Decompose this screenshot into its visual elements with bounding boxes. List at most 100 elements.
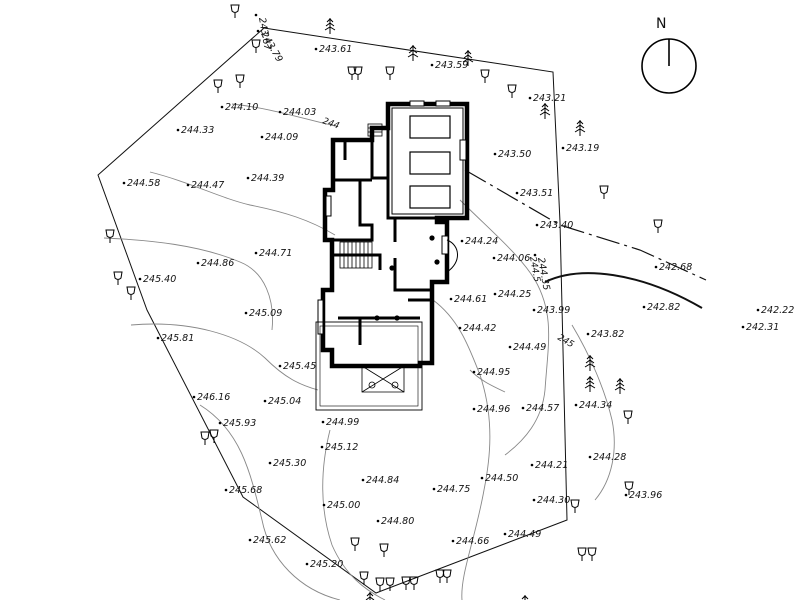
spot-height: 244.42	[458, 323, 496, 334]
spot-height: 243.19	[561, 143, 599, 154]
deciduous-tree-icon	[599, 185, 609, 199]
spot-height-point	[254, 251, 258, 255]
spot-height: 243.61	[314, 44, 352, 55]
spot-height-point	[314, 47, 318, 51]
spot-height-label: 243.19	[566, 143, 599, 154]
spot-height-point	[320, 445, 324, 449]
deciduous-tree-icon	[113, 271, 123, 285]
spot-height-point	[528, 96, 532, 100]
conifer-tree-icon	[365, 592, 375, 600]
spot-height-label: 244.95	[477, 367, 510, 378]
spot-height-label: 242.22	[761, 305, 794, 316]
spot-height-label: 243.82	[591, 329, 624, 340]
spot-height: 245.20	[305, 559, 343, 570]
spot-height: 243.59	[430, 60, 468, 71]
deciduous-tree-icon	[401, 576, 411, 590]
spot-height: 243.79	[256, 29, 285, 64]
entry-door-swing	[446, 239, 458, 273]
spot-height-label: 244.84	[366, 475, 399, 486]
spot-height-point	[305, 562, 309, 566]
spot-height-label: 245.04	[268, 396, 301, 407]
garage-room	[391, 107, 464, 215]
deciduous-tree-icon	[653, 219, 663, 233]
spot-height-point	[741, 325, 745, 329]
deciduous-tree-icon	[435, 569, 445, 583]
spot-height-point	[218, 421, 222, 425]
spot-height: 244.34	[574, 400, 612, 411]
interior-walls	[332, 128, 437, 345]
spot-height-point	[176, 128, 180, 132]
spot-height-label: 244.39	[251, 173, 284, 184]
conifer-tree-icon	[407, 45, 419, 61]
spot-height: 245.93	[218, 418, 256, 429]
spot-height: 245.00	[322, 500, 360, 511]
spot-height-point	[458, 326, 462, 330]
columns	[374, 235, 440, 321]
spot-height: 243.21	[528, 93, 566, 104]
spot-height: 243.96	[624, 490, 662, 501]
spot-height-point	[492, 256, 496, 260]
spot-height-point	[460, 239, 464, 243]
spot-height-point	[192, 395, 196, 399]
spot-height-label: 244.42	[463, 323, 496, 334]
spot-height-label: 244.86	[201, 258, 234, 269]
spot-height: 244.99	[321, 417, 359, 428]
spot-height: 245.09	[244, 308, 282, 319]
spot-height-point	[532, 308, 536, 312]
spot-height-point	[642, 305, 646, 309]
spot-height-label: 245.45	[283, 361, 316, 372]
spot-height-label: 245.62	[253, 535, 286, 546]
contour-label: 244	[321, 116, 341, 131]
spot-height-label: 243.59	[435, 60, 468, 71]
spot-height-point	[254, 13, 258, 17]
contour-line	[231, 103, 336, 127]
building	[315, 100, 470, 411]
deciduous-tree-icon	[105, 229, 115, 243]
spot-height-point	[430, 63, 434, 67]
spot-height-label: 244.24	[465, 236, 498, 247]
spot-height-point	[449, 297, 453, 301]
terrace-outline	[315, 321, 423, 411]
spot-height: 245.12	[320, 442, 358, 453]
contour-label: 245	[556, 333, 576, 350]
spot-height-point	[263, 399, 267, 403]
spot-height: 243.82	[586, 329, 624, 340]
spot-height: 244.49	[508, 342, 546, 353]
spot-height-label: 245.40	[143, 274, 176, 285]
spot-height-label: 242.68	[659, 262, 692, 273]
deciduous-tree-icon	[442, 569, 452, 583]
contour-line	[459, 199, 550, 456]
spot-height: 244.71	[254, 248, 292, 259]
spot-height-point	[260, 135, 264, 139]
spot-height-point	[480, 476, 484, 480]
spot-height: 243.50	[493, 149, 531, 160]
spot-height-label: 243.61	[319, 44, 352, 55]
deciduous-tree-icon	[577, 547, 587, 561]
spot-height-point	[493, 292, 497, 296]
spot-height-point	[224, 488, 228, 492]
spot-height-point	[361, 478, 365, 482]
deciduous-tree-icon	[623, 410, 633, 424]
deciduous-tree-icon	[570, 499, 580, 513]
spot-height: 244.39	[246, 173, 284, 184]
deciduous-tree-icon	[200, 431, 210, 445]
spot-height: 242.22	[756, 305, 794, 316]
contour-line	[322, 429, 386, 600]
north-label: N	[656, 16, 666, 32]
spot-height-label: 243.50	[498, 149, 531, 160]
conifer-tree-icon	[574, 120, 586, 136]
deciduous-tree-icon	[587, 547, 597, 561]
spot-height-point	[472, 407, 476, 411]
spot-height-label: 244.30	[537, 495, 570, 506]
spot-height-label: 244.96	[477, 404, 510, 415]
north-arrow: N	[641, 16, 697, 94]
trees	[105, 4, 663, 600]
spot-height-label: 244.28	[593, 452, 626, 463]
spot-height-point	[654, 265, 658, 269]
spot-height-point	[508, 345, 512, 349]
spot-height-label: 245.09	[249, 308, 282, 319]
access-road	[464, 169, 707, 309]
spot-height: 244.50	[480, 473, 518, 484]
spot-height-point	[248, 538, 252, 542]
